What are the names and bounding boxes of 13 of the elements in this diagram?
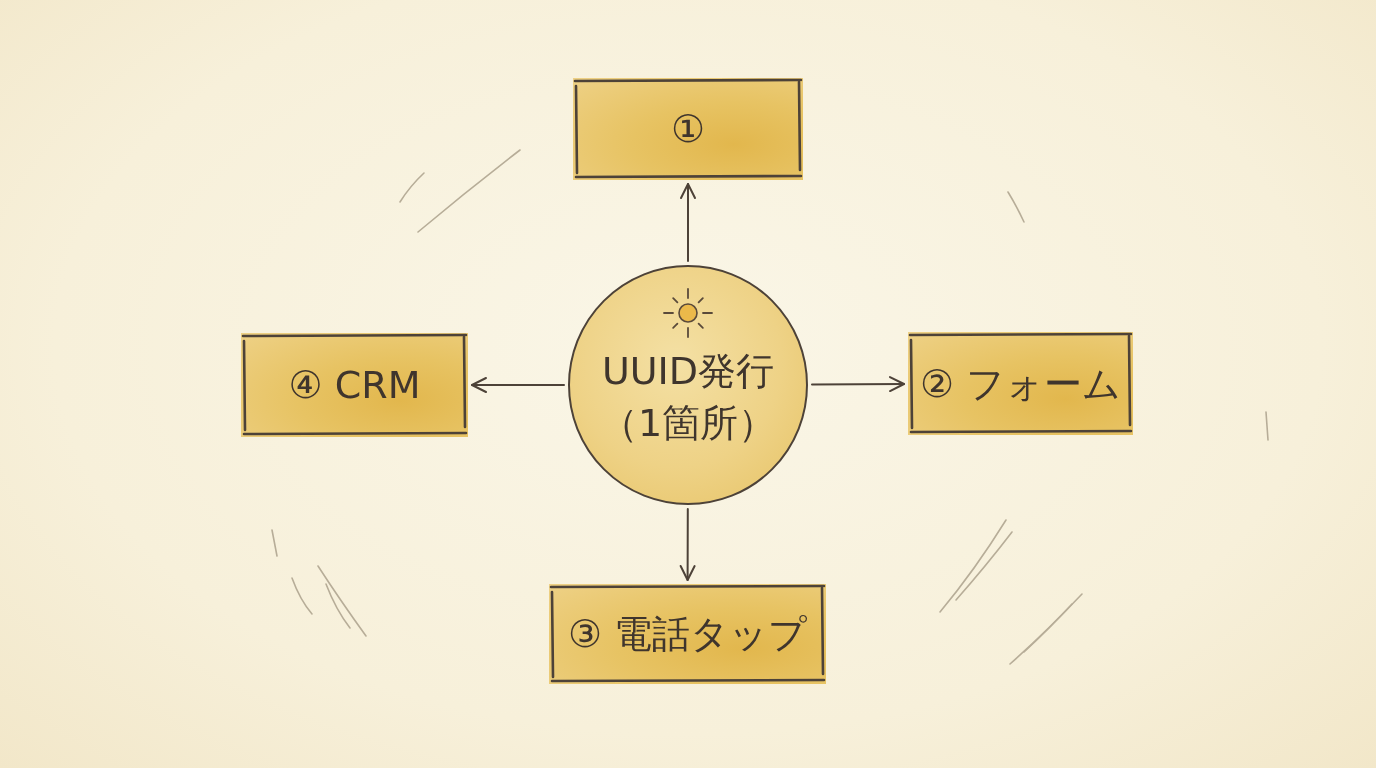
node-label: UUID発行（1箇所） <box>598 348 778 447</box>
box-label: ③ 電話タップ <box>567 611 808 658</box>
arrow <box>680 183 696 262</box>
process-box <box>908 332 1133 435</box>
process-box <box>573 78 803 180</box>
process-box <box>241 333 468 437</box>
box-label: ④ CRM <box>288 362 421 409</box>
box-label: ① <box>670 106 706 153</box>
arrow <box>471 377 565 393</box>
process-box <box>549 584 826 684</box>
box-label: ② フォーム <box>919 360 1122 408</box>
arrow <box>811 376 905 393</box>
arrow <box>679 508 696 581</box>
